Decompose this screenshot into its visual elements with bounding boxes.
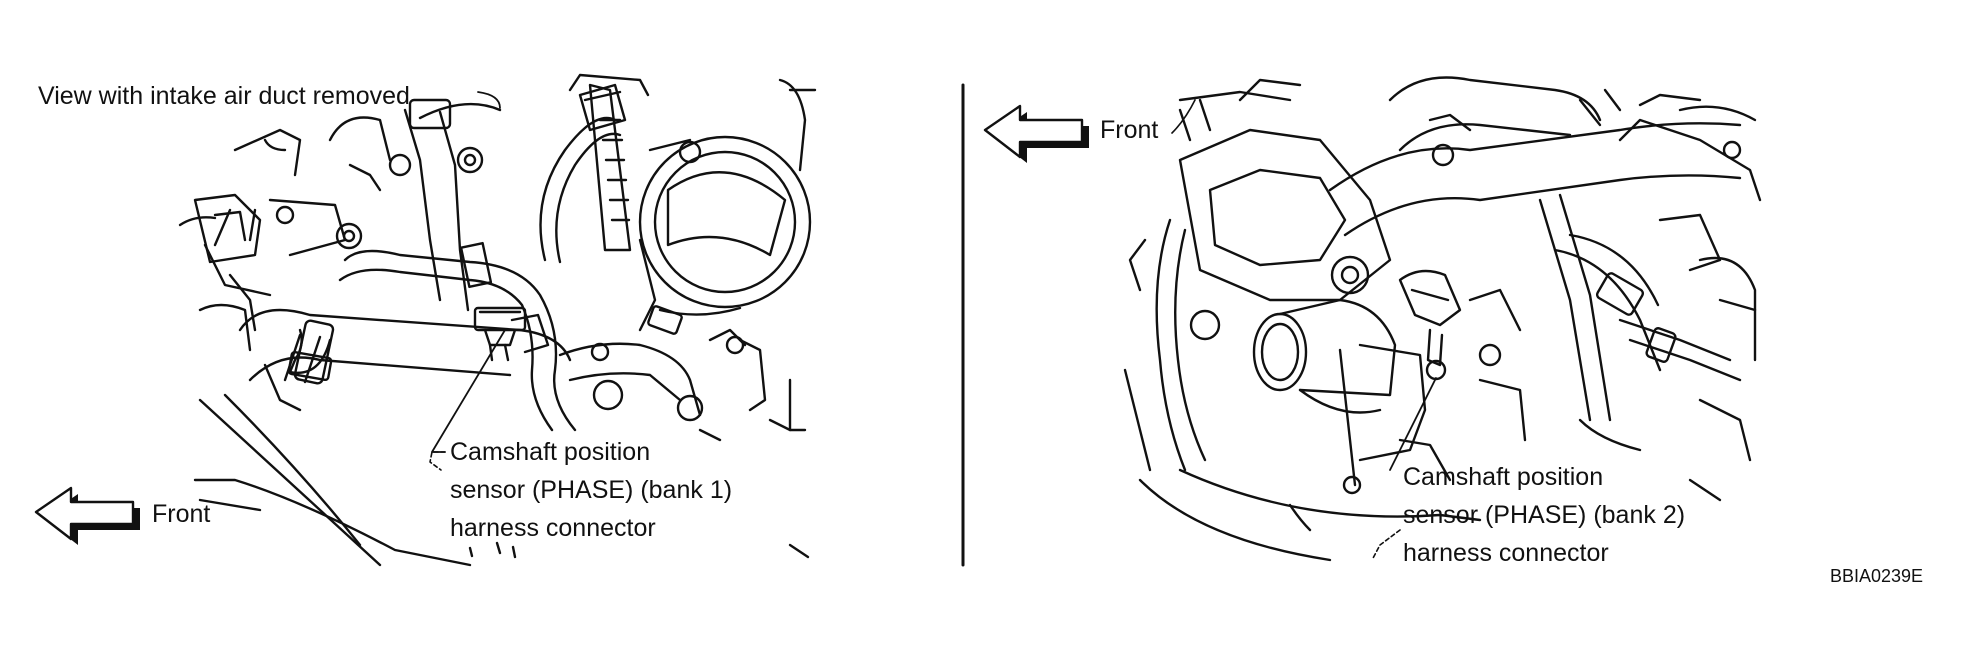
callout-bank2-line1: Camshaft position <box>1403 463 1604 491</box>
callout-leader-bank2 <box>1389 377 1437 471</box>
callout-bank2-line2: sensor (PHASE) (bank 2) <box>1403 501 1686 529</box>
callout-bank1-line2: sensor (PHASE) (bank 1) <box>450 476 733 504</box>
engine-line-art-bank2 <box>1123 76 1762 562</box>
callout-bank1: Camshaft position sensor (PHASE) (bank 1… <box>450 433 732 547</box>
callout-bank1-line1: Camshaft position <box>450 438 651 466</box>
figure-code: BBIA0239E <box>1830 566 1924 586</box>
view-note: View with intake air duct removed <box>38 82 410 110</box>
front-arrow-icon-right <box>983 104 1089 163</box>
callout-bank2-line3: harness connector <box>1403 539 1609 567</box>
callout-bank1-line3: harness connector <box>450 514 656 542</box>
callout-bank2: Camshaft position sensor (PHASE) (bank 2… <box>1403 458 1685 572</box>
front-label-right: Front <box>1100 116 1159 144</box>
front-label-left: Front <box>152 500 211 528</box>
front-arrow-icon-left <box>34 486 140 545</box>
engine-line-art-bank1 <box>178 73 817 567</box>
